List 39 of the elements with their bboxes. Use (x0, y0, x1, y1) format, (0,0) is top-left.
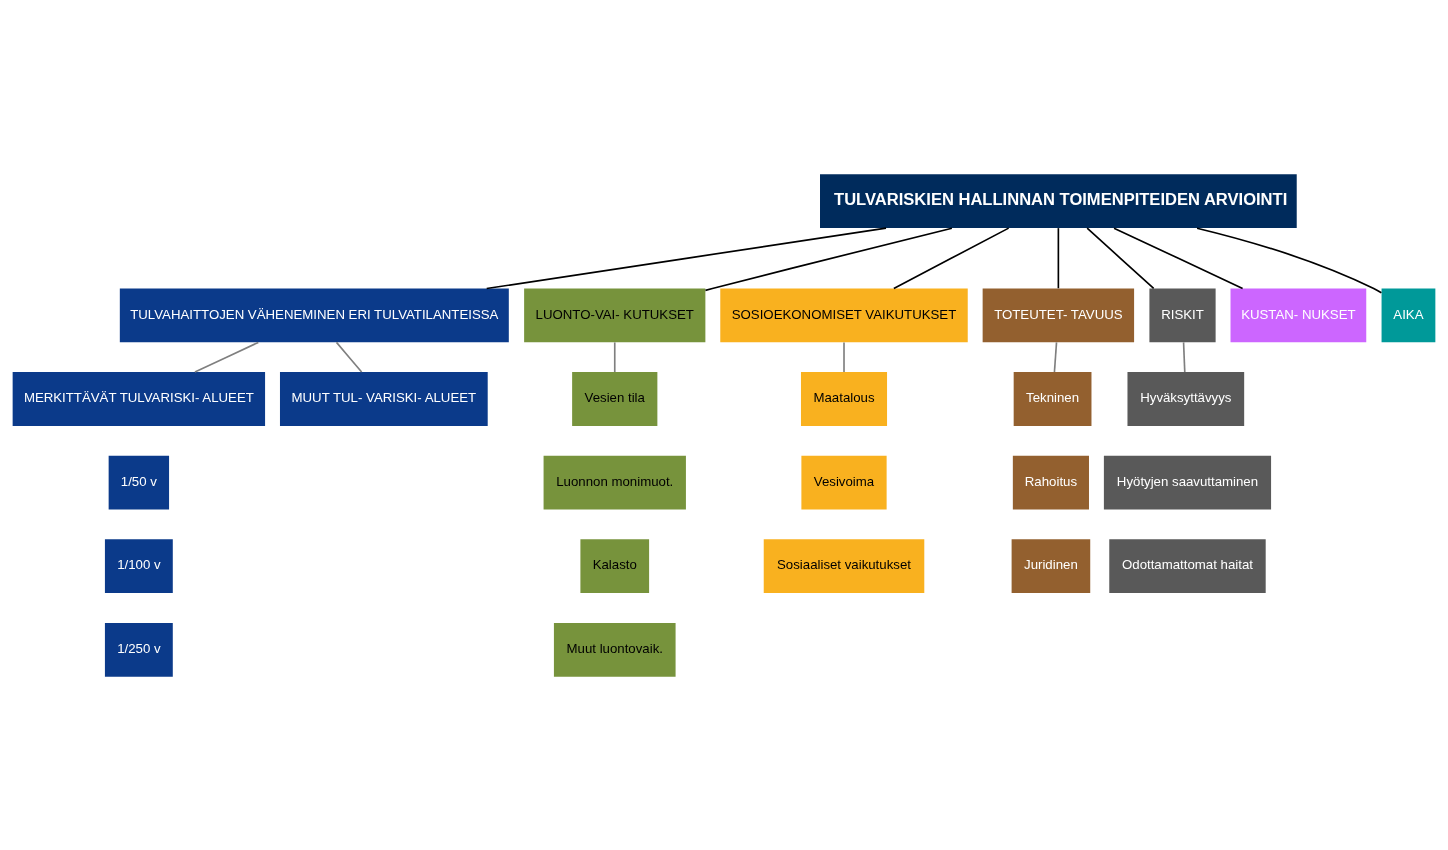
connector (843, 341, 845, 373)
node-box: Luonnon monimuot. (543, 455, 686, 509)
connector (335, 341, 363, 373)
connector (194, 341, 260, 373)
node-box: Vesien tila (572, 371, 658, 426)
node-box: Odottamattomat haitat (1109, 538, 1266, 593)
connector (613, 341, 616, 373)
connector (485, 226, 887, 289)
node-box: TULVAHAITTOJEN VÄHENEMINEN ERI TULVATILANTEISSA (119, 288, 509, 342)
node-box: TULVARISKIEN HALLINNAN TOIMENPITEIDEN ARVIOINTI (820, 173, 1297, 228)
node-box: SOSIOEKONOMISET VAIKUTUKSET (720, 288, 968, 342)
connector (704, 226, 953, 291)
node-box: MERKITTÄVÄT TULVARISKI- ALUEET (12, 371, 266, 426)
connector (1053, 341, 1058, 373)
node-box: 1/50 v (108, 455, 170, 509)
connector (1057, 226, 1060, 289)
node-box: Kalasto (580, 538, 650, 593)
node-box: Hyväksyttävyys (1127, 371, 1245, 426)
node-box: Sosiaaliset vaikutukset (763, 538, 925, 593)
node-box: MUUT TUL- VARISKI- ALUEET (279, 371, 488, 426)
node-box: KUSTAN- NUKSET (1230, 288, 1367, 342)
node-box: Muut luontovaik. (553, 622, 676, 677)
connector (1113, 226, 1244, 289)
node-box: 1/250 v (104, 622, 173, 677)
connector (1182, 341, 1186, 373)
connector (893, 226, 1010, 289)
node-box: Rahoitus (1012, 455, 1089, 509)
node-box: Tekninen (1013, 371, 1092, 426)
node-box: RISKIT (1149, 288, 1216, 342)
node-box: LUONTO-VAI- KUTUKSET (524, 288, 706, 342)
node-box: Juridinen (1011, 538, 1091, 593)
connector (1196, 226, 1383, 294)
node-box: 1/100 v (104, 538, 173, 593)
node-box: Maatalous (800, 371, 888, 426)
node-box: Vesivoima (801, 455, 887, 509)
node-box: AIKA (1381, 288, 1436, 342)
node-box: TOTEUTET- TAVUUS (982, 288, 1135, 342)
node-box: Hyötyjen saavuttaminen (1103, 455, 1272, 509)
connector (1086, 226, 1155, 289)
